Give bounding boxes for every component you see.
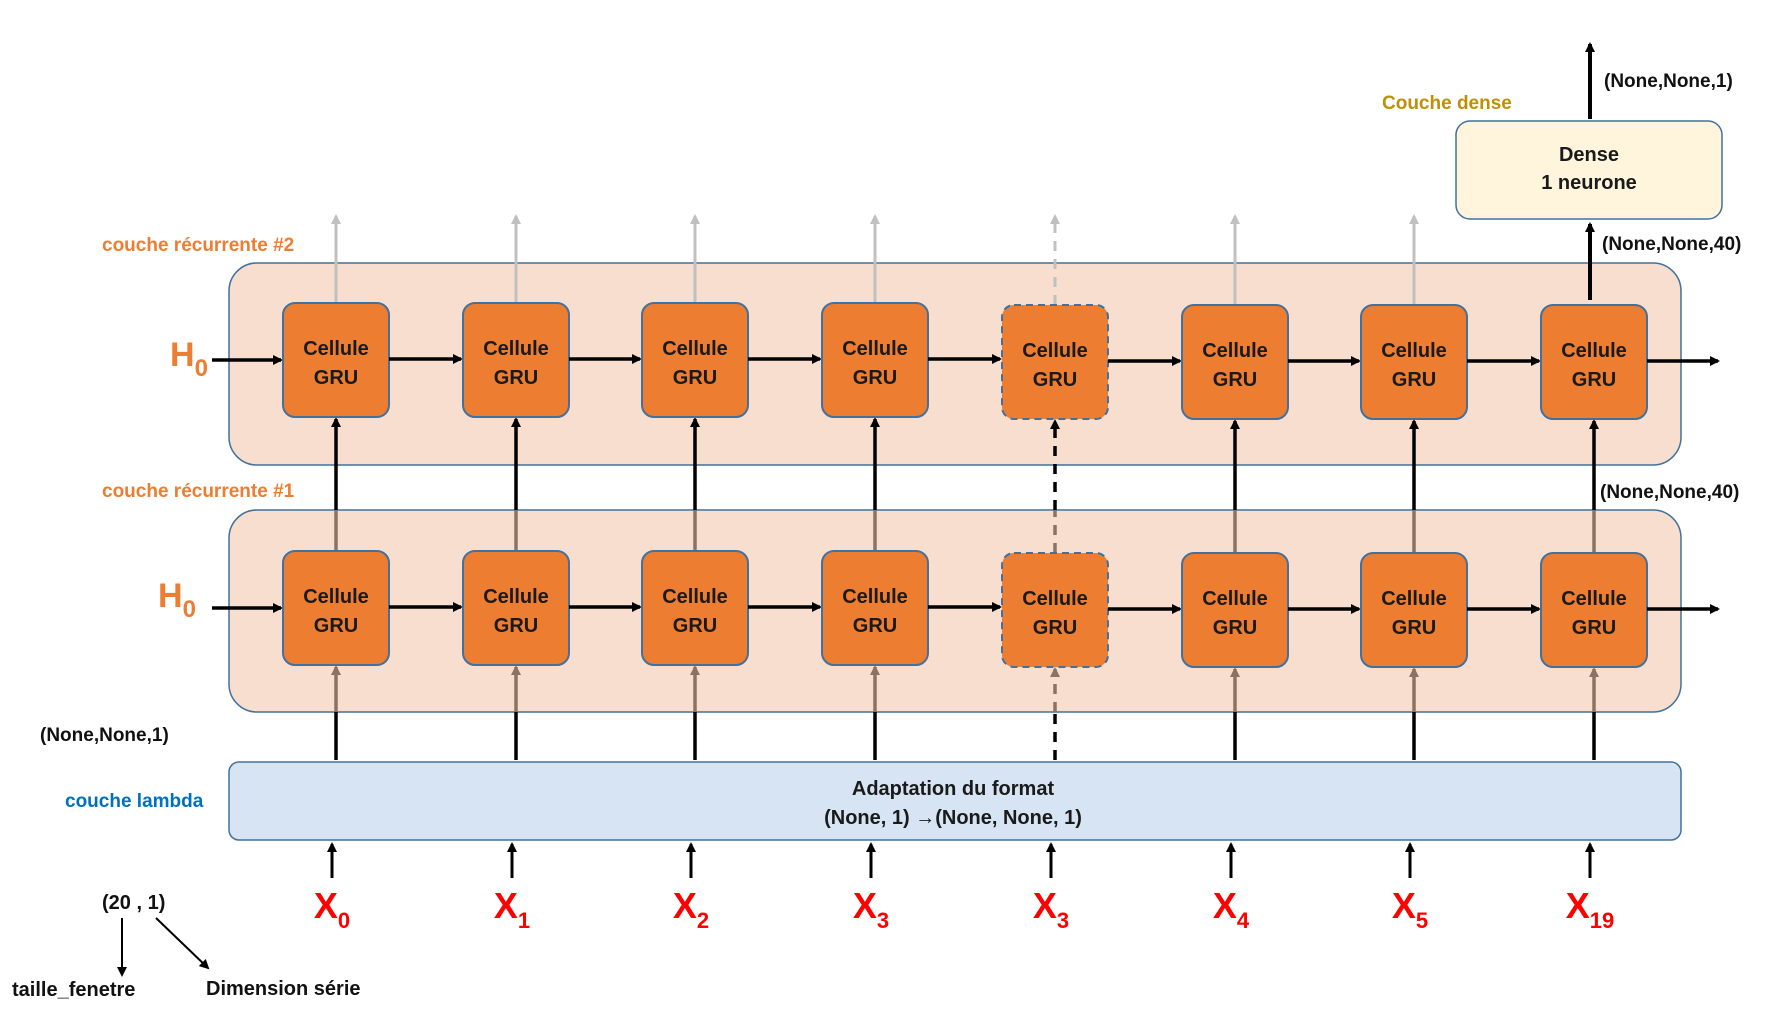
rec1-output-shape: (None,None,40) <box>1600 482 1739 503</box>
gru-cell-layer1-4 <box>1001 552 1109 668</box>
gru-cell-layer2-2-label-line1: Cellule <box>662 338 728 360</box>
gru-cell-layer2-5-label-line1: Cellule <box>1202 340 1268 362</box>
gru-cell-layer1-1-label-line1: Cellule <box>483 586 549 608</box>
legend-series-dimension: Dimension série <box>206 978 361 1000</box>
h0-label-layer-1: H0 <box>158 577 196 623</box>
gru-cell-layer2-0 <box>282 302 390 418</box>
gru-cell-layer1-1 <box>462 550 570 666</box>
gru-cell-layer1-7-label-line1: Cellule <box>1561 588 1627 610</box>
lambda-shape-line: (None, 1) →(None, None, 1) <box>824 807 1082 829</box>
legend-tuple: (20 , 1) <box>102 892 165 914</box>
input-label-7: X19 <box>1566 885 1615 933</box>
input-label-5: X4 <box>1213 885 1250 933</box>
gru-cell-layer2-1 <box>462 302 570 418</box>
gru-cell-layer1-6-label-line1: Cellule <box>1381 588 1447 610</box>
gru-cell-layer2-2 <box>641 302 749 418</box>
input-label-2: X2 <box>673 885 709 933</box>
gru-cell-layer1-2-label-line1: Cellule <box>662 586 728 608</box>
gru-cell-layer2-7-label-line1: Cellule <box>1561 340 1627 362</box>
gru-cell-layer1-0-label-line1: Cellule <box>303 586 369 608</box>
gru-cell-layer1-0 <box>282 550 390 666</box>
lambda-output-shape: (None,None,1) <box>40 725 169 746</box>
recurrent-layer-1-label: couche récurrente #1 <box>102 481 295 502</box>
lambda-layer-label: couche lambda <box>65 791 204 812</box>
gru-cell-layer2-6-label-line1: Cellule <box>1381 340 1447 362</box>
rec2-output-shape: (None,None,40) <box>1602 234 1741 255</box>
recurrent-layer-2-label: couche récurrente #2 <box>102 235 294 256</box>
lambda-layer-box <box>228 761 1682 841</box>
dense-title: Dense <box>1559 144 1619 166</box>
gru-cell-layer2-4-label-line1: Cellule <box>1022 340 1088 362</box>
gru-cell-layer1-5-label-line2: GRU <box>1213 617 1257 639</box>
gru-cell-layer2-3-label-line1: Cellule <box>842 338 908 360</box>
input-label-3: X3 <box>853 885 889 933</box>
recurrent-layer-2-box <box>228 262 1682 466</box>
diagram-columns: CelluleGRUCelluleGRUX0CelluleGRUCelluleG… <box>212 214 1720 933</box>
gru-cell-layer2-1-label-line1: Cellule <box>483 338 549 360</box>
legend-window-size: taille_fenetre <box>12 979 135 1001</box>
gru-cell-layer1-0-label-line2: GRU <box>314 615 358 637</box>
gru-cell-layer1-3 <box>821 550 929 666</box>
recurrent-layer-1-box <box>228 509 1682 713</box>
gru-cell-layer2-7 <box>1540 304 1648 420</box>
input-label-1: X1 <box>494 885 530 933</box>
gru-cell-layer2-4-label-line2: GRU <box>1033 369 1077 391</box>
gru-cell-layer1-6-label-line2: GRU <box>1392 617 1436 639</box>
gru-cell-layer2-4 <box>1001 304 1109 420</box>
gru-cell-layer2-6 <box>1360 304 1468 420</box>
gru-cell-layer1-3-label-line1: Cellule <box>842 586 908 608</box>
gru-cell-layer1-1-label-line2: GRU <box>494 615 538 637</box>
gru-cell-layer1-5-label-line1: Cellule <box>1202 588 1268 610</box>
gru-cell-layer2-5-label-line2: GRU <box>1213 369 1257 391</box>
gru-cell-layer1-6 <box>1360 552 1468 668</box>
dense-neurons: 1 neurone <box>1541 172 1637 194</box>
gru-cell-layer1-5 <box>1181 552 1289 668</box>
gru-cell-layer1-4-label-line1: Cellule <box>1022 588 1088 610</box>
gru-cell-layer1-4-label-line2: GRU <box>1033 617 1077 639</box>
gru-cell-layer2-7-label-line2: GRU <box>1572 369 1616 391</box>
lambda-title: Adaptation du format <box>852 778 1055 800</box>
gru-cell-layer2-0-label-line2: GRU <box>314 367 358 389</box>
gru-cell-layer2-3 <box>821 302 929 418</box>
input-label-0: X0 <box>314 885 350 933</box>
gru-cell-layer2-3-label-line2: GRU <box>853 367 897 389</box>
dense-layer-label: Couche dense <box>1382 93 1512 114</box>
gru-cell-layer2-1-label-line2: GRU <box>494 367 538 389</box>
gru-cell-layer2-2-label-line2: GRU <box>673 367 717 389</box>
gru-cell-layer1-2 <box>641 550 749 666</box>
gru-cell-layer1-2-label-line2: GRU <box>673 615 717 637</box>
gru-cell-layer2-0-label-line1: Cellule <box>303 338 369 360</box>
gru-cell-layer2-6-label-line2: GRU <box>1392 369 1436 391</box>
legend-arrow-diagonal <box>155 917 210 970</box>
dense-output-shape: (None,None,1) <box>1604 71 1733 92</box>
gru-cell-layer1-7-label-line2: GRU <box>1572 617 1616 639</box>
gru-cell-layer1-3-label-line2: GRU <box>853 615 897 637</box>
input-label-6: X5 <box>1392 885 1428 933</box>
h0-label-layer-2: H0 <box>170 336 208 382</box>
gru-cell-layer1-7 <box>1540 552 1648 668</box>
input-label-4: X3 <box>1033 885 1069 933</box>
gru-cell-layer2-5 <box>1181 304 1289 420</box>
dense-layer-box <box>1455 120 1723 220</box>
